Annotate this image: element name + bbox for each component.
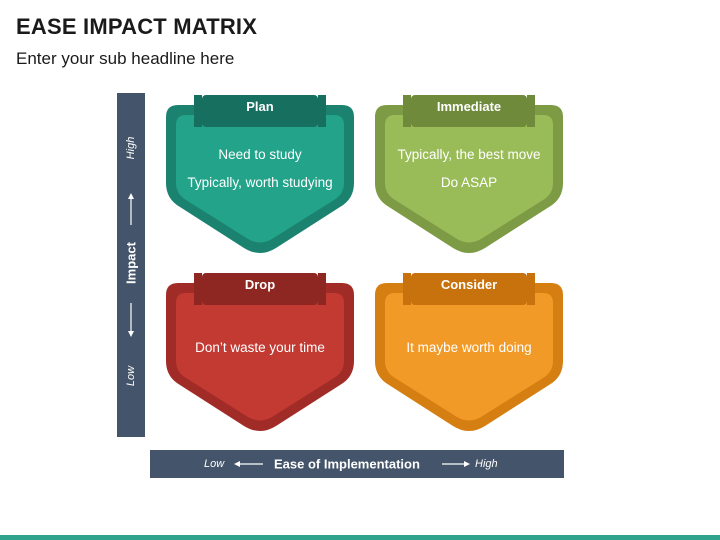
quadrant-plan-line-1: Need to study xyxy=(218,147,302,162)
quadrant-drop-line-1: Don’t waste your time xyxy=(195,340,325,355)
impact-low-label: Low xyxy=(125,365,137,387)
quadrant-immediate-line-1: Typically, the best move xyxy=(397,147,541,162)
ease-axis-arrows xyxy=(234,461,470,467)
impact-axis-label: Impact xyxy=(123,242,139,284)
quadrant-immediate-title: Immediate xyxy=(436,99,502,114)
page-subtitle: Enter your sub headline here xyxy=(16,49,235,68)
page-title: EASE IMPACT MATRIX xyxy=(16,14,258,39)
quadrant-plan-line-2: Typically, worth studying xyxy=(187,175,333,190)
quadrant-consider: Consider It maybe worth doing xyxy=(373,273,565,443)
ease-axis: Low Ease of Implementation High xyxy=(150,450,564,478)
impact-axis: High Impact Low xyxy=(117,93,145,437)
footer-accent-line xyxy=(0,535,720,540)
ease-axis-label: Ease of Implementation xyxy=(274,456,420,472)
ease-high-label: High xyxy=(475,458,498,470)
quadrant-drop: Drop Don’t waste your time xyxy=(164,273,356,443)
impact-high-label: High xyxy=(125,136,137,160)
quadrant-plan: Plan Need to study Typically, worth stud… xyxy=(164,95,356,265)
impact-axis-arrows xyxy=(128,193,134,337)
quadrant-immediate-line-2: Do ASAP xyxy=(440,175,498,190)
quadrant-drop-title: Drop xyxy=(244,277,276,292)
quadrant-consider-line-1: It maybe worth doing xyxy=(406,340,532,355)
quadrant-immediate: Immediate Typically, the best move Do AS… xyxy=(373,95,565,265)
ease-low-label: Low xyxy=(204,458,225,470)
quadrant-plan-title: Plan xyxy=(246,99,274,114)
quadrant-consider-title: Consider xyxy=(440,277,498,292)
